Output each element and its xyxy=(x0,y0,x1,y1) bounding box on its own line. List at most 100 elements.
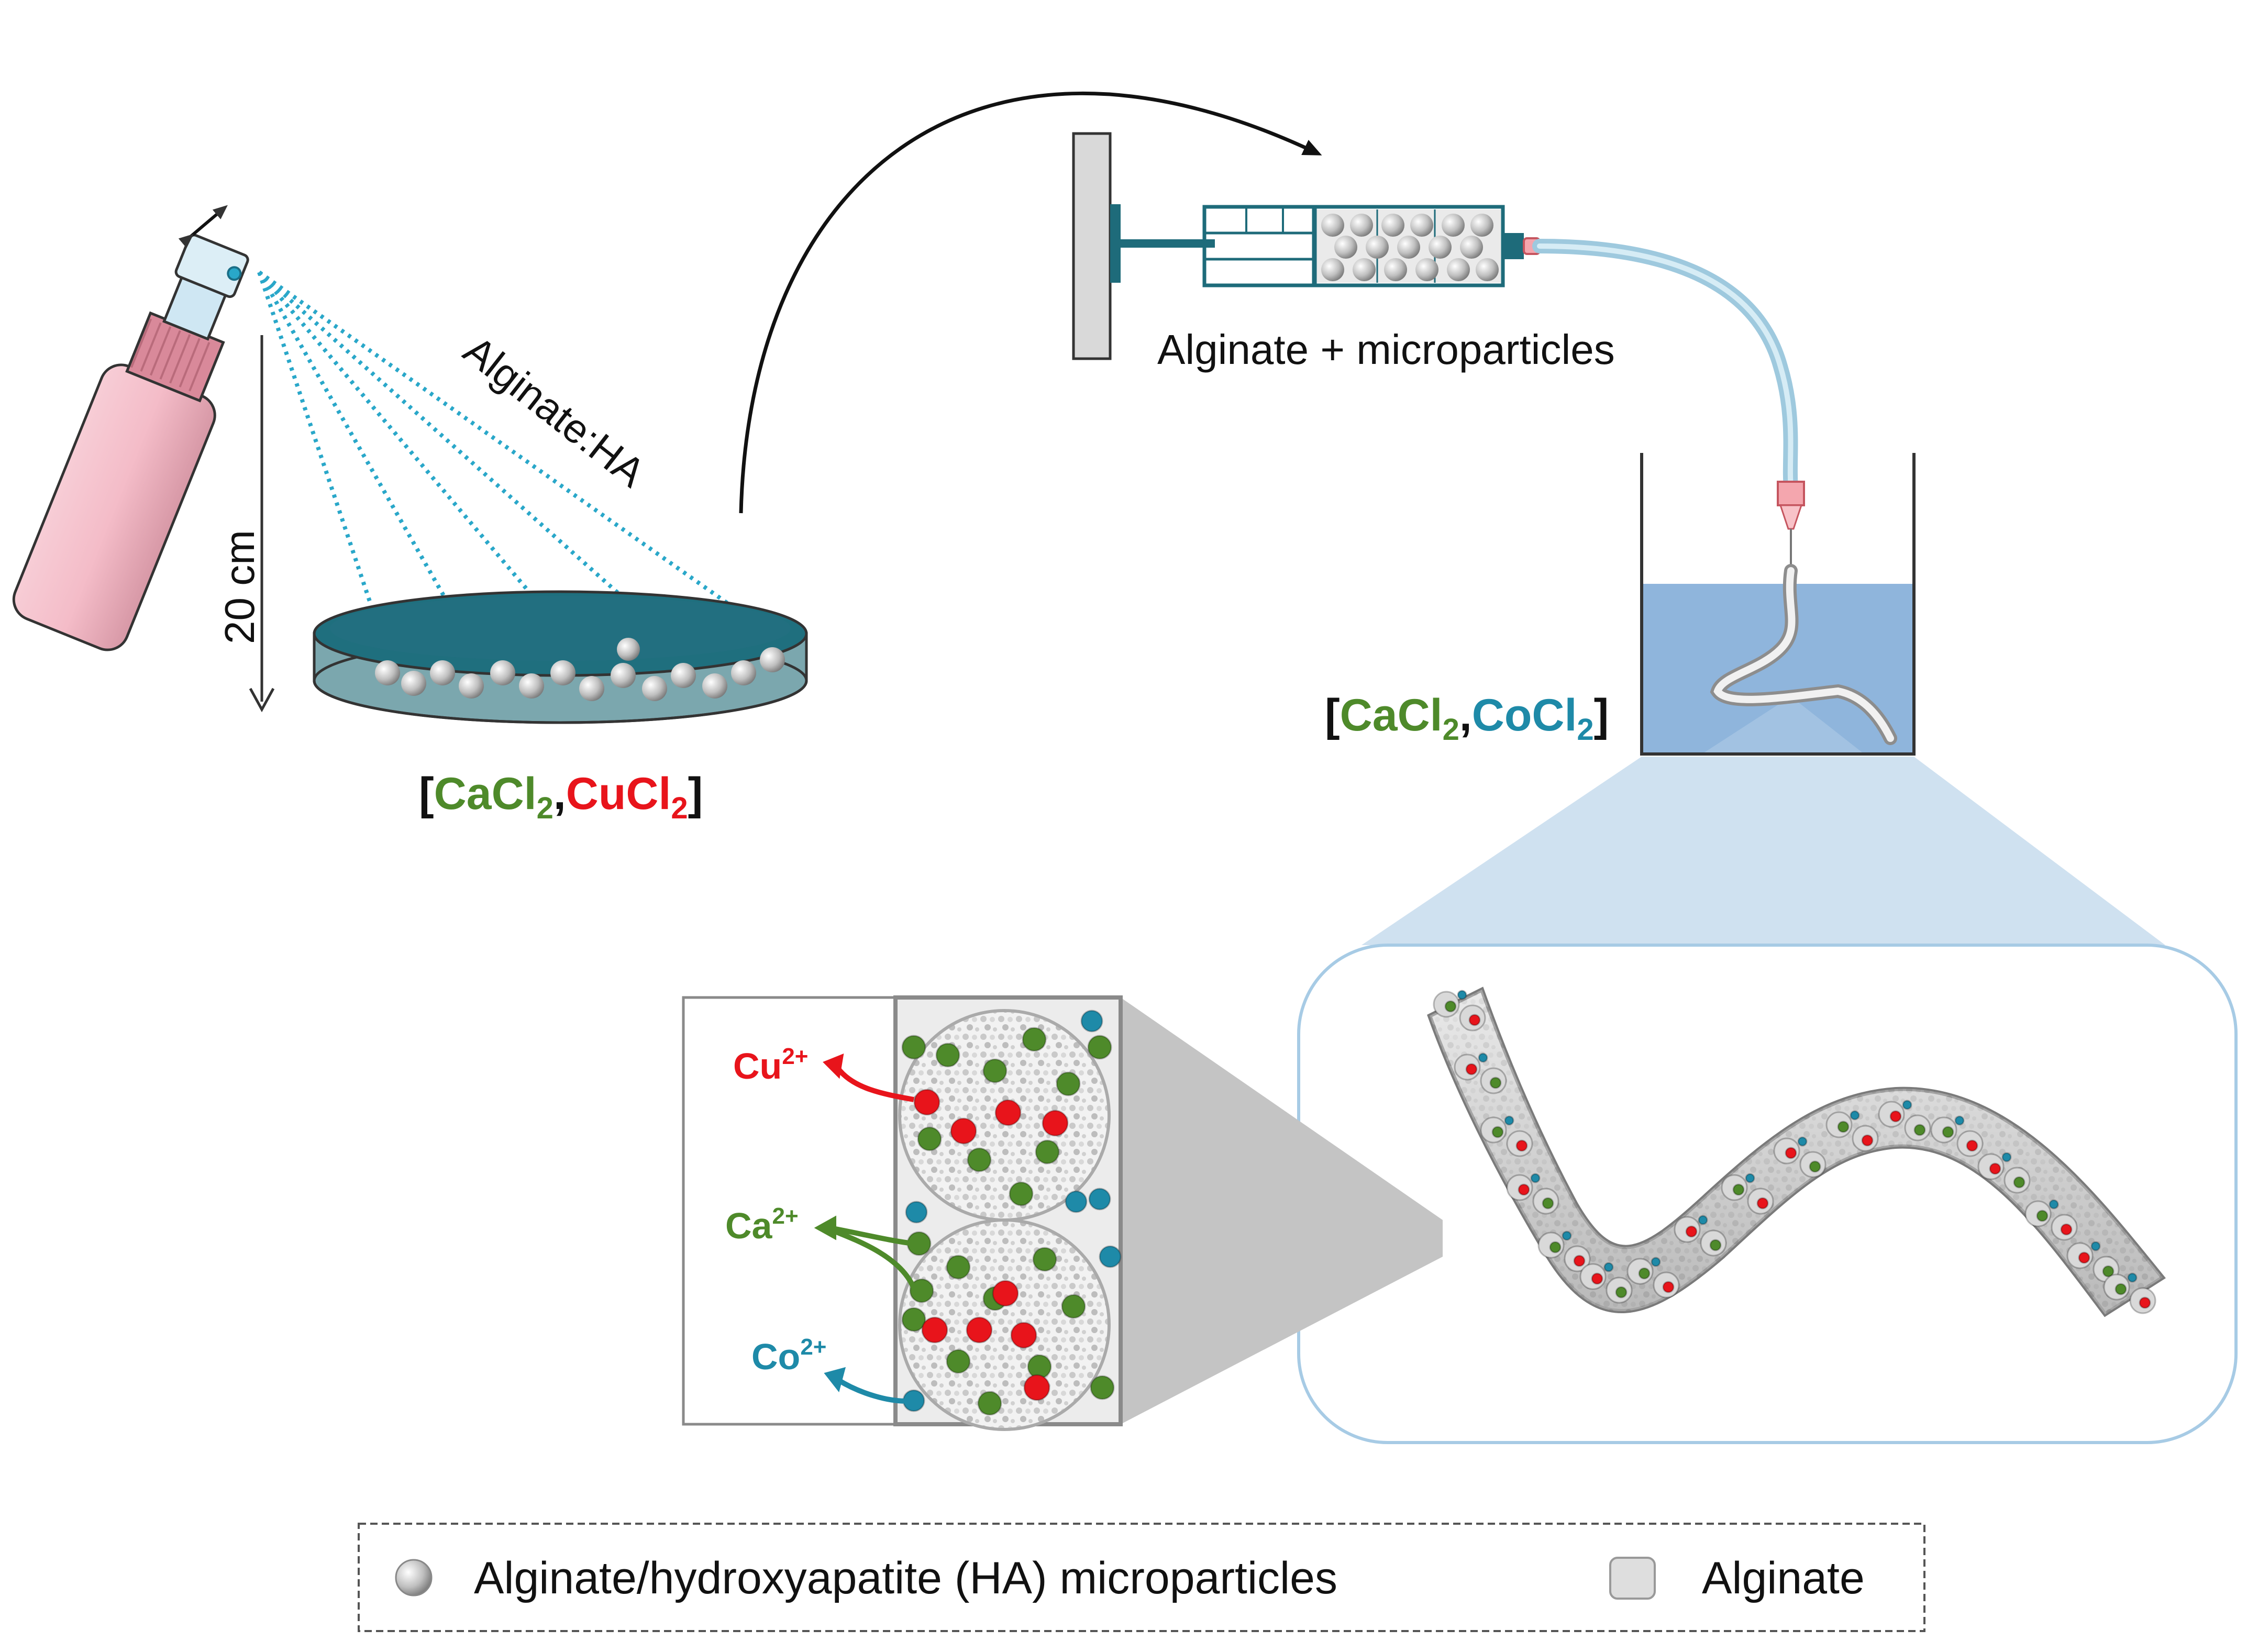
ion-arrows xyxy=(814,1054,916,1404)
fiber-ion xyxy=(1732,1183,1745,1196)
calcium-ion xyxy=(946,1255,971,1280)
double-arrow-icon xyxy=(178,205,228,248)
petri-beads xyxy=(375,638,785,701)
fiber-ion xyxy=(1562,1230,1572,1241)
syringe-beads xyxy=(1321,214,1499,281)
fiber-ion xyxy=(1889,1110,1902,1123)
calcium-ion xyxy=(1032,1247,1057,1272)
fiber-ion xyxy=(1542,1197,1554,1210)
ion-cu-base: Cu xyxy=(733,1046,782,1086)
fiber-ion xyxy=(1651,1257,1661,1267)
transfer-arrow xyxy=(739,91,1322,514)
calcium-ion xyxy=(917,1126,942,1151)
fiber-ion xyxy=(1489,1077,1502,1089)
fiber-particles xyxy=(1433,990,2156,1314)
fiber-ion xyxy=(1662,1281,1675,1293)
fiber-ion xyxy=(1861,1134,1874,1147)
comma: , xyxy=(1459,690,1472,740)
ion-ca-charge: 2+ xyxy=(772,1203,798,1229)
cocl-subscript: 2 xyxy=(1577,713,1593,747)
cobalt-ion xyxy=(1099,1245,1122,1268)
calcium-ion xyxy=(901,1307,926,1332)
bracket-close: ] xyxy=(688,769,703,819)
calcium-ion xyxy=(1090,1375,1115,1400)
copper-ion xyxy=(1042,1110,1069,1137)
calcium-ion xyxy=(967,1147,992,1172)
fiber-ion xyxy=(1518,1183,1530,1196)
alginate-swatch-icon xyxy=(1609,1557,1656,1600)
spray-path-label: Alginate:HA xyxy=(456,327,654,496)
fiber-ion xyxy=(1478,1052,1488,1063)
bracket-open: [ xyxy=(1325,690,1340,740)
fiber-ion xyxy=(2078,1251,2090,1264)
extruded-fiber xyxy=(1710,564,1897,745)
fiber-ion xyxy=(1491,1126,1504,1138)
ion-ca-label: Ca2+ xyxy=(725,1203,799,1246)
fiber-ion xyxy=(2049,1199,2059,1210)
calcium-ion xyxy=(935,1043,960,1068)
cucl-subscript: 2 xyxy=(671,791,688,825)
zoom-cone-grey xyxy=(1121,997,1443,1424)
fiber-ion xyxy=(1797,1136,1808,1147)
bath-right-label: [CaCl2,CoCl2] xyxy=(1325,690,1609,747)
bath-left-label: [CaCl2,CuCl2] xyxy=(419,769,703,825)
fiber-ion xyxy=(2127,1272,2138,1283)
syringe-label: Alginate + microparticles xyxy=(1157,326,1615,373)
fiber-ion xyxy=(1837,1121,1850,1133)
cacl-text: CaCl xyxy=(1340,690,1443,740)
fiber-ion xyxy=(2001,1152,2012,1162)
calcium-ion xyxy=(1087,1035,1112,1060)
fiber-ion xyxy=(1549,1241,1562,1254)
legend: Alginate/hydroxyapatite (HA) micropartic… xyxy=(358,1523,1925,1632)
fiber-ion xyxy=(2060,1223,2073,1236)
cacl-text: CaCl xyxy=(434,769,537,819)
calcium-ion xyxy=(982,1058,1008,1083)
ion-cu-label: Cu2+ xyxy=(733,1044,808,1086)
ion-co-label: Co2+ xyxy=(751,1334,826,1377)
calcium-ion xyxy=(977,1391,1002,1416)
cobalt-ion xyxy=(1080,1010,1103,1033)
tubing xyxy=(1532,239,1798,494)
fiber-ion xyxy=(2102,1265,2115,1278)
distance-label: 20 cm xyxy=(216,530,263,644)
fiber-ion xyxy=(2115,1283,2127,1295)
fiber-ion xyxy=(1603,1262,1614,1272)
ion-cu-charge: 2+ xyxy=(782,1044,808,1069)
fiber-ion xyxy=(1468,1014,1481,1026)
copper-ion xyxy=(1010,1322,1037,1349)
cobalt-ion xyxy=(905,1201,928,1224)
bracket-open: [ xyxy=(419,769,434,819)
fiber-ion xyxy=(1745,1173,1755,1183)
needle xyxy=(1777,481,1805,571)
calcium-ion xyxy=(1035,1139,1060,1165)
ion-co-charge: 2+ xyxy=(800,1334,826,1360)
calcium-ion xyxy=(1009,1181,1034,1206)
comma: , xyxy=(554,769,566,819)
copper-ion xyxy=(992,1280,1019,1307)
fiber-ion xyxy=(1709,1239,1722,1251)
cacl-subscript: 2 xyxy=(537,791,554,825)
copper-ion xyxy=(994,1099,1022,1126)
fiber-ion xyxy=(1913,1124,1926,1136)
fiber-ion xyxy=(1615,1286,1628,1299)
fiber-ion xyxy=(1785,1147,1797,1159)
detail-ions xyxy=(901,1010,1122,1416)
distance-arrow xyxy=(249,335,275,713)
copper-ion xyxy=(950,1117,977,1145)
fiber-ion xyxy=(1530,1173,1541,1183)
fiber-ion xyxy=(1966,1139,1978,1152)
legend-alginate-label: Alginate xyxy=(1702,1553,1865,1603)
fiber-ion xyxy=(1685,1225,1698,1238)
ion-co-base: Co xyxy=(751,1336,800,1377)
cacl-subscript: 2 xyxy=(1443,713,1459,747)
calcium-ion xyxy=(1056,1071,1081,1096)
fiber-ion xyxy=(1504,1115,1514,1126)
calcium-ion xyxy=(946,1349,971,1374)
fiber-ion xyxy=(1698,1215,1708,1225)
bracket-close: ] xyxy=(1594,690,1609,740)
detail-panel xyxy=(682,995,1123,1431)
fiber-ion xyxy=(1809,1160,1821,1173)
fiber-ion xyxy=(2013,1176,2025,1189)
fiber-ion xyxy=(1850,1110,1860,1121)
